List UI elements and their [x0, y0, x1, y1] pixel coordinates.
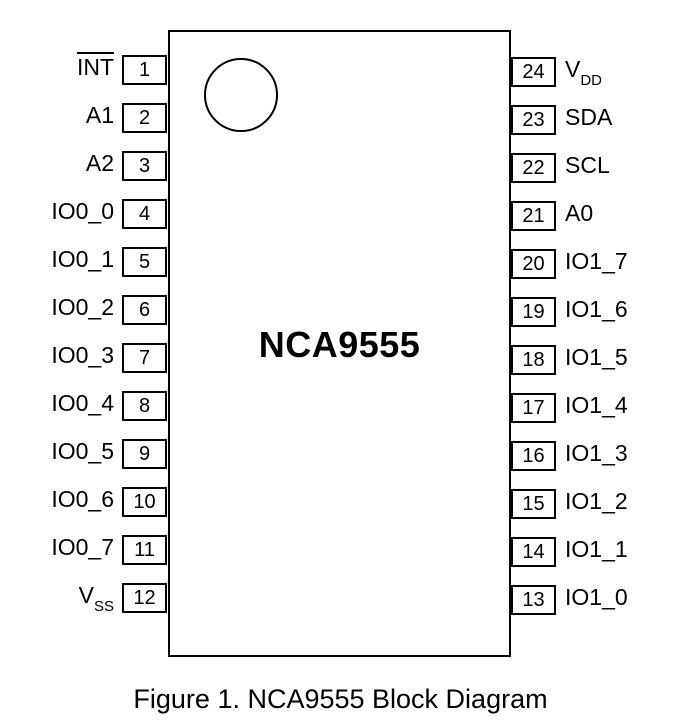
pin-number-box: 10	[122, 487, 167, 517]
pin-label: IO1_7	[565, 248, 628, 275]
figure-caption: Figure 1. NCA9555 Block Diagram	[133, 684, 548, 714]
pin-row-1: INT 1	[77, 55, 167, 85]
pin-row-13: 13 IO1_0	[511, 585, 628, 615]
pin-number-box: 12	[122, 583, 167, 613]
pin-row-7: IO0_3 7	[51, 343, 167, 373]
pin-row-15: 15 IO1_2	[511, 489, 628, 519]
pin-number-box: 21	[511, 201, 556, 231]
pin-number-box: 6	[122, 295, 167, 325]
pin-label: IO0_4	[51, 390, 114, 417]
pin-row-10: IO0_6 10	[51, 487, 167, 517]
pin-row-16: 16 IO1_3	[511, 441, 628, 471]
pin-label: IO0_5	[51, 438, 114, 465]
pin-number-box: 8	[122, 391, 167, 421]
pin-label: IO0_6	[51, 486, 114, 513]
pin-label: VSS	[78, 582, 114, 615]
left-pin-column: INT 1 A1 2 A2 3 IO0_0 4 IO0_1 5 IO0_2 6 …	[0, 55, 167, 615]
pin-row-21: 21 A0	[511, 201, 593, 231]
pin-label: IO1_6	[565, 296, 628, 323]
pin-label: IO1_0	[565, 584, 628, 611]
pin-number-box: 23	[511, 105, 556, 135]
pin-label: VDD	[565, 56, 603, 89]
pin-row-19: 19 IO1_6	[511, 297, 628, 327]
pin-row-8: IO0_4 8	[51, 391, 167, 421]
pin-label: SCL	[565, 152, 610, 179]
pin-label: IO1_4	[565, 392, 628, 419]
pin-row-2: A1 2	[86, 103, 167, 133]
pin-row-24: 24 VDD	[511, 56, 603, 89]
pin-row-11: IO0_7 11	[51, 535, 167, 565]
pin-number-box: 7	[122, 343, 167, 373]
pin-number-box: 18	[511, 345, 556, 375]
chip-body: NCA9555	[168, 30, 511, 657]
pin-row-22: 22 SCL	[511, 153, 610, 183]
pin-number-box: 1	[122, 55, 167, 85]
pin-number-box: 17	[511, 393, 556, 423]
right-pin-column: 24 VDD 23 SDA 22 SCL 21 A0 20 IO1_7 19 I…	[511, 57, 681, 615]
pin-row-6: IO0_2 6	[51, 295, 167, 325]
pin-row-12: VSS 12	[78, 582, 167, 615]
pin-label: IO1_5	[565, 344, 628, 371]
pin-row-18: 18 IO1_5	[511, 345, 628, 375]
pin-number-box: 4	[122, 199, 167, 229]
pin-label: A2	[85, 150, 114, 177]
pin-label: IO0_0	[51, 198, 114, 225]
pin-label: INT	[76, 54, 114, 81]
pin-number-box: 15	[511, 489, 556, 519]
pin-row-5: IO0_1 5	[51, 247, 167, 277]
pin-label: IO1_3	[565, 440, 628, 467]
pin-label: IO1_2	[565, 488, 628, 515]
pin-label: IO1_1	[565, 536, 628, 563]
pin-row-3: A2 3	[86, 151, 167, 181]
pin-row-17: 17 IO1_4	[511, 393, 628, 423]
pin-label: A1	[85, 102, 114, 129]
pin-number-box: 22	[511, 153, 556, 183]
pin-number-box: 11	[122, 535, 167, 565]
pin-label: SDA	[565, 104, 613, 131]
pin-row-9: IO0_5 9	[51, 439, 167, 469]
pin-number-box: 9	[122, 439, 167, 469]
pin-number-box: 13	[511, 585, 556, 615]
pin-row-14: 14 IO1_1	[511, 537, 628, 567]
pin-label: IO0_1	[51, 246, 114, 273]
pin-number-box: 14	[511, 537, 556, 567]
pin-number-box: 24	[511, 57, 556, 87]
pin-number-box: 20	[511, 249, 556, 279]
pin-row-23: 23 SDA	[511, 105, 612, 135]
pin-row-20: 20 IO1_7	[511, 249, 628, 279]
pin-number-box: 5	[122, 247, 167, 277]
pin-number-box: 19	[511, 297, 556, 327]
pin-number-box: 2	[122, 103, 167, 133]
pin-row-4: IO0_0 4	[51, 199, 167, 229]
pin-label: IO0_3	[51, 342, 114, 369]
pin-label: A0	[565, 200, 594, 227]
pin1-indicator-circle	[204, 58, 278, 132]
chip-name: NCA9555	[258, 324, 421, 365]
pin-label: IO0_2	[51, 294, 114, 321]
pin-number-box: 3	[122, 151, 167, 181]
pin-label: IO0_7	[51, 534, 114, 561]
pin-number-box: 16	[511, 441, 556, 471]
